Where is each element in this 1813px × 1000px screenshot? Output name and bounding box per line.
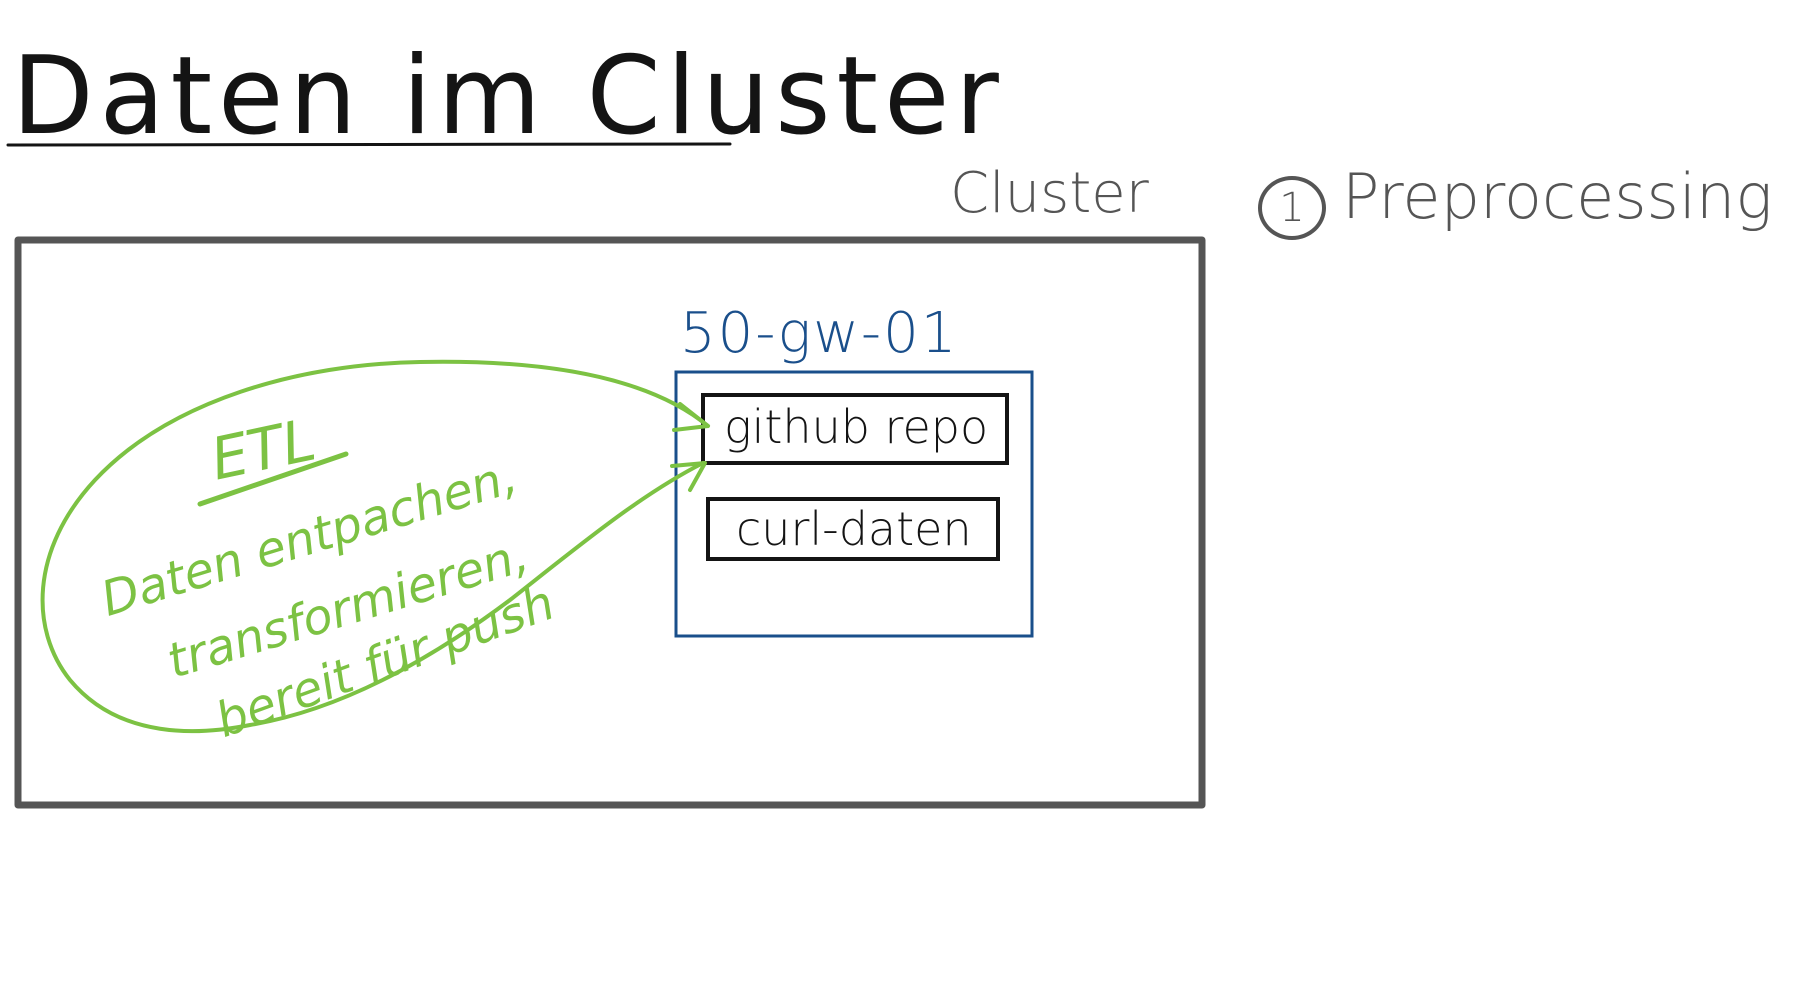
etl-arrow-head-top [672,402,710,432]
etl-arrow-head-bottom [670,461,707,492]
component-box-github-repo [701,393,1009,465]
step-label: Preprocessing [1342,160,1773,233]
host-label: 50-gw-01 [680,301,959,366]
cluster-boundary [14,236,1206,809]
etl-bubble-outline [40,359,710,734]
component-box-curl-daten [706,497,1000,561]
host-box [674,370,1034,638]
component-label-github-repo: github repo [724,400,989,454]
page-title: Daten im Cluster [12,32,1005,159]
cluster-label: Cluster [950,161,1149,226]
etl-underline [197,451,349,507]
step-number-badge: 1 [1258,176,1326,240]
title-underline [6,142,732,147]
component-label-curl-daten: curl-daten [736,502,972,556]
